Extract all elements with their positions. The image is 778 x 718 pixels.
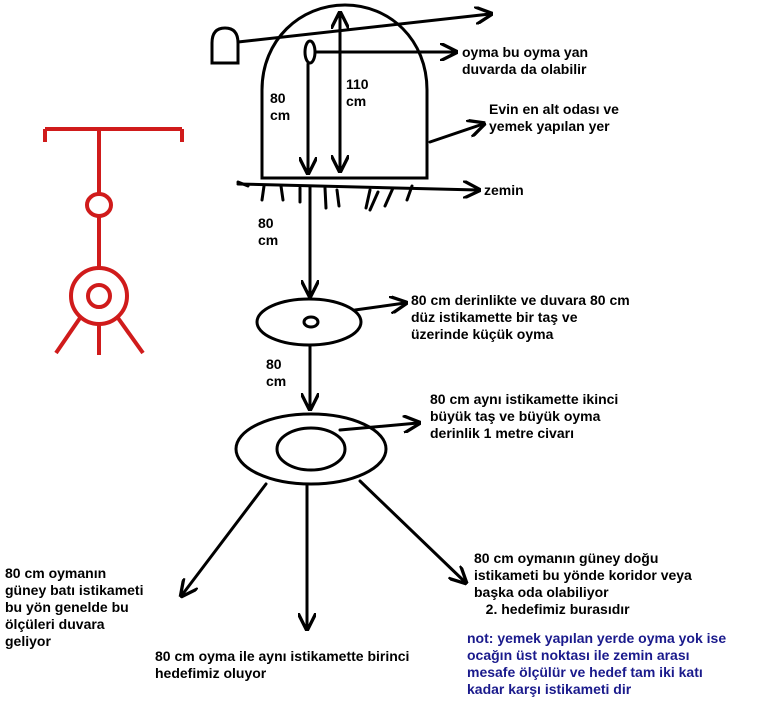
stone-2: [234, 412, 388, 486]
label-dim-80-left: 80 cm: [270, 90, 291, 123]
label-southeast: 80 cm oymanın güney doğu istikameti bu y…: [474, 550, 692, 617]
arrow-southeast: [358, 479, 465, 582]
stone-1-carving: [302, 315, 320, 329]
label-dim-110: 110 cm: [346, 76, 369, 109]
label-southwest: 80 cm oymanın güney batı istikameti bu y…: [5, 565, 144, 649]
red-symbol-small-ring: [85, 192, 113, 218]
label-note: not: yemek yapılan yerde oyma yok ise oc…: [467, 630, 727, 697]
red-symbol-leg-right: [116, 316, 145, 355]
label-oyma-yan-duvar: oyma bu oyma yan duvarda da olabilir: [462, 44, 589, 77]
label-first-target: 80 cm oyma ile aynı istikamette birinci …: [155, 648, 410, 681]
arrow-dome-to-right: [236, 14, 490, 44]
red-symbol: [43, 127, 184, 355]
ground-line-arrow: [236, 184, 478, 190]
arrow-southwest: [182, 482, 268, 595]
room-arch: [260, 3, 429, 180]
label-zemin: zemin: [484, 182, 524, 198]
stone-1: [255, 297, 363, 347]
red-symbol-inner-ring: [86, 283, 112, 309]
arrow-stone1-label: [353, 303, 405, 310]
niche-oval: [303, 39, 317, 65]
label-stone-1: 80 cm derinlikte ve duvara 80 cm düz ist…: [411, 292, 630, 342]
label-stone-2: 80 cm aynı istikamette ikinci büyük taş …: [430, 391, 619, 441]
small-dome: [210, 26, 240, 65]
arrow-room-label: [428, 124, 483, 144]
label-dim-80-below: 80 cm: [258, 215, 279, 248]
arrow-stone2-label: [338, 423, 418, 430]
stone-2-carving: [275, 426, 347, 472]
label-dim-80-mid: 80 cm: [266, 356, 287, 389]
red-symbol-leg-left: [54, 316, 82, 355]
label-alt-oda: Evin en alt odası ve yemek yapılan yer: [489, 101, 619, 134]
red-symbol-outer-ring: [69, 266, 129, 326]
